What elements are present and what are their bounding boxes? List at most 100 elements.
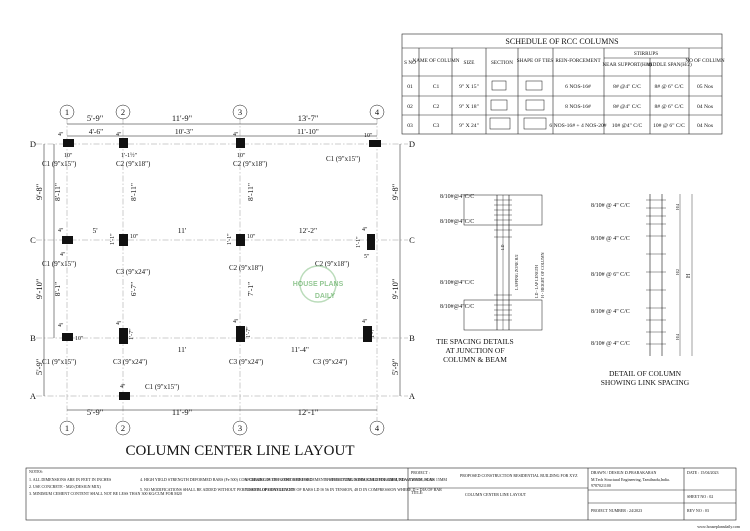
tie-spacing-detail: 8/10#@4"C/C 8/10#@4"C/C 8/10#@4"C/C 8/10… <box>436 194 545 364</box>
dim-bottom-1: 5'-9" <box>87 407 103 417</box>
columns <box>62 138 381 400</box>
svg-text:10# @4" C/C: 10# @4" C/C <box>612 123 643 129</box>
svg-text:DRAWN / DESIGN :: DRAWN / DESIGN : <box>591 470 626 475</box>
svg-text:4": 4" <box>58 323 64 329</box>
label-C4: C2 (9"x18") <box>315 260 350 268</box>
column-D4 <box>369 140 381 147</box>
svg-text:05 Nos: 05 Nos <box>697 84 713 90</box>
svg-text:8 NOS-16#: 8 NOS-16# <box>565 104 591 110</box>
label-A2: C1 (9"x15") <box>145 383 180 391</box>
dimension-text: 5'-9" 11'-9" 13'-7" 4'-6" 10'-3" 11'-10"… <box>34 113 400 417</box>
svg-text:COLUMN CENTER LINE LAYOUT: COLUMN CENTER LINE LAYOUT <box>465 492 527 497</box>
label-B3: C3 (9"x24") <box>229 358 264 366</box>
svg-text:6 NOS-16# + 4 NOS-20#: 6 NOS-16# + 4 NOS-20# <box>549 123 606 129</box>
dim-top-1: 5'-9" <box>87 113 103 123</box>
svg-text:LD - LAP LENGTH: LD - LAP LENGTH <box>534 265 539 298</box>
svg-text:SECTION: SECTION <box>491 60 513 66</box>
svg-text:8. STRUCTURE IS DESIGNED FOR G: 8. STRUCTURE IS DESIGNED FOR GROUND + TW… <box>325 477 434 482</box>
dim-bottom-3: 12'-1" <box>298 407 319 417</box>
dim-left-inner-2: 8'-1" <box>53 282 62 296</box>
dim-span-c-3: 12'-2" <box>299 226 317 235</box>
svg-text:04 Nos: 04 Nos <box>697 123 713 129</box>
svg-text:10# @ 6" C/C: 10# @ 6" C/C <box>653 123 685 129</box>
link-spacing-detail: H/4 H/2 H/4 H 8/10# @ 4" C/C 8/10# @ 4" … <box>591 194 693 387</box>
svg-text:8/10#@4"C/C: 8/10#@4"C/C <box>440 280 474 286</box>
svg-text:10": 10" <box>75 336 84 342</box>
dim-mid-d2: 8'-11" <box>246 183 255 201</box>
grid-label-x1: 1 <box>65 107 69 117</box>
svg-text:4": 4" <box>58 132 64 138</box>
grid-label-D-left: D <box>30 139 36 149</box>
dim-top2-2: 10'-3" <box>175 127 193 136</box>
grid-label-x3: 3 <box>238 107 242 117</box>
svg-text:4": 4" <box>120 384 126 390</box>
svg-text:4": 4" <box>233 132 239 138</box>
svg-text:9" X 24": 9" X 24" <box>459 123 479 129</box>
svg-text:5. NO MODIFICATIONS SHALL BE A: 5. NO MODIFICATIONS SHALL BE ADDED WITHO… <box>140 487 294 492</box>
svg-text:8/10#@4"C/C: 8/10#@4"C/C <box>440 304 474 310</box>
column-C3 <box>236 234 245 246</box>
column-B1 <box>62 333 73 341</box>
svg-text:9" X 18": 9" X 18" <box>459 104 479 110</box>
svg-text:6 NOS-16#: 6 NOS-16# <box>565 84 591 90</box>
svg-text:H: H <box>686 273 692 278</box>
svg-text:02: 02 <box>407 104 413 110</box>
svg-text:10": 10" <box>364 133 373 139</box>
grid-label-x1-bottom: 1 <box>65 423 69 433</box>
svg-text:8/10#@4"C/C: 8/10#@4"C/C <box>440 194 474 200</box>
dim-span-b-1: 11' <box>178 345 187 354</box>
svg-text:6. CLEAR COVER TO THE REINFORC: 6. CLEAR COVER TO THE REINFORCEMENT FOR … <box>245 477 447 483</box>
svg-text:MIDDLE SPAN(H/2): MIDDLE SPAN(H/2) <box>646 61 692 68</box>
column-D3 <box>236 138 245 148</box>
svg-text:4": 4" <box>233 319 239 325</box>
drawing-title: COLUMN CENTER LINE LAYOUT <box>125 443 354 459</box>
dimension-lines <box>43 123 401 411</box>
svg-text:4": 4" <box>60 252 66 258</box>
svg-text:D.PRABAKARAN: D.PRABAKARAN <box>625 470 657 475</box>
grid-lines <box>36 118 408 420</box>
svg-text:DAILY: DAILY <box>315 293 336 300</box>
label-D3: C2 (9"x18") <box>233 160 268 168</box>
svg-text:SHAPE OF TIES: SHAPE OF TIES <box>517 58 554 64</box>
column-C2 <box>119 234 128 246</box>
dim-mid-c1: 6'-7" <box>129 282 138 296</box>
dim-top2-1: 4'-6" <box>89 127 103 136</box>
column-B3 <box>236 326 245 342</box>
svg-text:8# @ 6" C/C: 8# @ 6" C/C <box>654 84 683 90</box>
svg-text:01: 01 <box>407 84 413 90</box>
svg-text:4": 4" <box>362 319 368 325</box>
dim-mid-c2: 7'-1" <box>246 282 255 296</box>
svg-text:8# @4" C/C: 8# @4" C/C <box>613 84 641 90</box>
dim-right-3: 5'-9" <box>390 359 400 375</box>
grid-label-C-left: C <box>30 235 36 245</box>
svg-text:1'-1": 1'-1" <box>356 236 362 248</box>
svg-text:H/4: H/4 <box>675 334 680 340</box>
dim-left-3: 5'-9" <box>34 359 44 375</box>
svg-text:M.Tech Structural Engineering,: M.Tech Structural Engineering, Tamilnadu… <box>591 477 670 483</box>
grid-label-x3-bottom: 3 <box>238 423 242 433</box>
dim-span-c-2: 11' <box>178 226 187 235</box>
svg-text:10": 10" <box>130 234 139 240</box>
dim-left-1: 9'-8" <box>34 184 44 200</box>
grid-label-x4: 4 <box>375 107 380 117</box>
svg-text:1'-1": 1'-1" <box>110 233 116 245</box>
svg-text:5": 5" <box>364 254 370 260</box>
svg-text:1'-1½": 1'-1½" <box>121 152 138 159</box>
grid-label-D-right: D <box>409 139 415 149</box>
svg-text:NEAR SUPPORT(H/4): NEAR SUPPORT(H/4) <box>602 61 651 68</box>
svg-text:8# @ 6" C/C: 8# @ 6" C/C <box>654 104 683 110</box>
svg-text:8/10# @ 4" C/C: 8/10# @ 4" C/C <box>591 309 630 315</box>
grid-label-B-right: B <box>409 333 415 343</box>
grid-label-A-left: A <box>30 391 37 401</box>
tie-detail-caption-1: TIE SPACING DETAILS <box>436 337 513 346</box>
svg-text:03: 03 <box>407 123 413 129</box>
tie-detail-caption-2: AT JUNCTION OF <box>445 346 504 355</box>
svg-text:3. MINIMUM CEMENT CONTENT SHAL: 3. MINIMUM CEMENT CONTENT SHALL NOT BE L… <box>29 491 182 496</box>
column-D2 <box>119 138 128 148</box>
svg-text:4. HIGH YIELD STRENGTH DEFORME: 4. HIGH YIELD STRENGTH DEFORMED BARS (Fe… <box>140 477 312 482</box>
svg-text:NAME OF COLUMN: NAME OF COLUMN <box>413 58 460 64</box>
svg-text:4": 4" <box>58 228 64 234</box>
dim-bottom-2: 11'-9" <box>172 407 192 417</box>
link-detail-caption-2: SHOWING LINK SPACING <box>601 378 690 387</box>
